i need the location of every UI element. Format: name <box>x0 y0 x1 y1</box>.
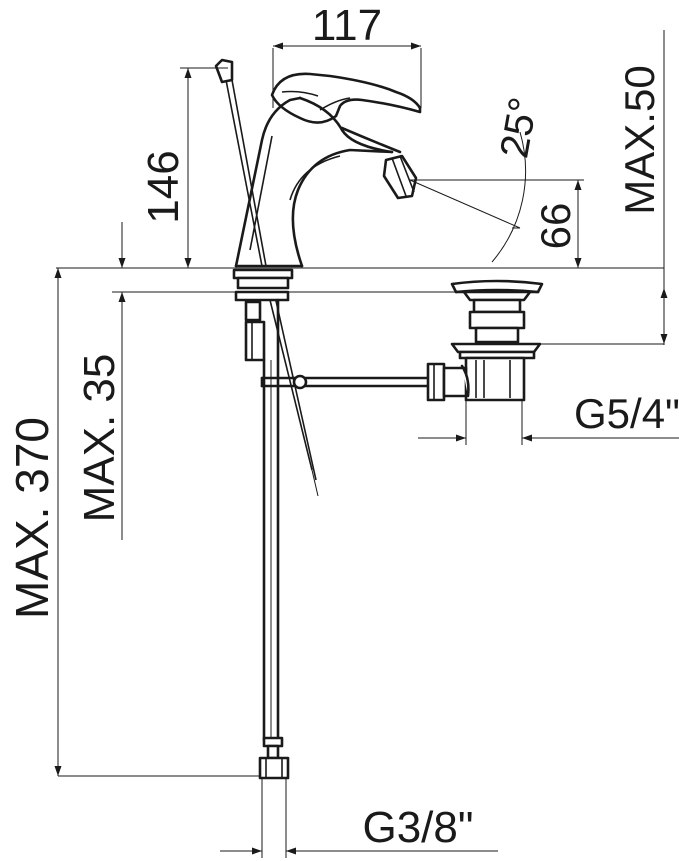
dim-height-146: 146 <box>139 150 188 223</box>
dim-angle-25: 25° <box>492 94 546 161</box>
dim-thread-g38: G3/8" <box>362 803 473 852</box>
dimension-labels: 117 146 MAX.50 25° 66 MAX. 35 MAX. 370 G… <box>6 1 679 852</box>
dim-max-35: MAX. 35 <box>75 354 124 523</box>
pop-up-link-rod <box>260 374 432 390</box>
tap-body <box>234 72 422 268</box>
deck-fixing <box>232 268 294 362</box>
dim-max-370: MAX. 370 <box>6 417 58 619</box>
waste-fitting <box>426 279 544 402</box>
flexible-hose <box>258 298 290 780</box>
dim-max-50: MAX.50 <box>616 65 663 214</box>
dim-thread-g54: G5/4" <box>574 390 679 437</box>
dim-offset-66: 66 <box>532 203 579 250</box>
dim-width-117: 117 <box>312 1 382 50</box>
dimension-lines <box>54 30 679 858</box>
